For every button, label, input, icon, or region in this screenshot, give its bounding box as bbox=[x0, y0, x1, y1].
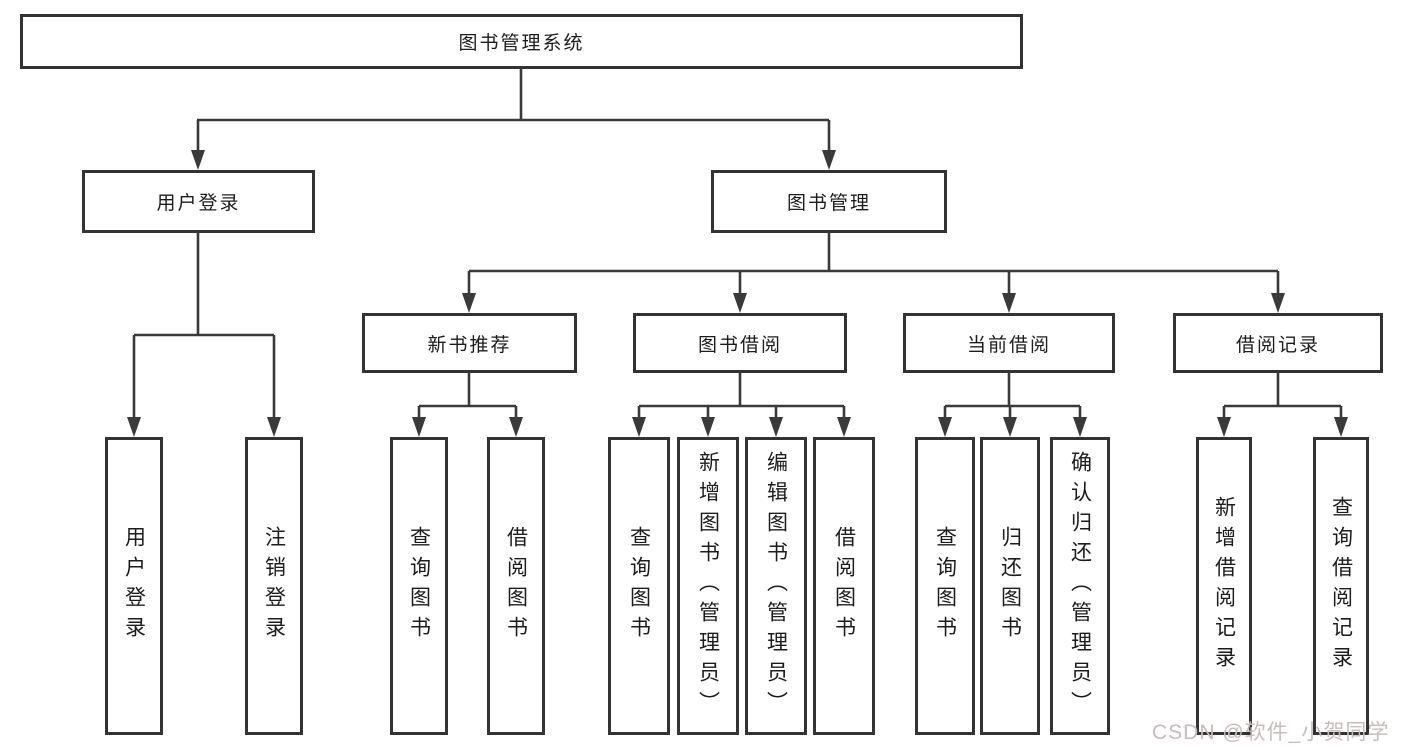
node-label: 归还图书 bbox=[998, 526, 1022, 646]
leaf-add-borrow-record: 新增借阅记录 bbox=[1196, 437, 1252, 735]
node-label: 注销登录 bbox=[262, 526, 286, 646]
leaf-return-books: 归还图书 bbox=[980, 437, 1040, 735]
node-label: 图书管理系统 bbox=[458, 33, 585, 54]
node-current-borrowing: 当前借阅 bbox=[903, 313, 1115, 373]
node-book-borrowing: 图书借阅 bbox=[633, 313, 847, 373]
leaf-query-books-recommend: 查询图书 bbox=[390, 437, 448, 735]
node-label: 确认归还（管理员） bbox=[1068, 451, 1092, 721]
node-label: 用户登录 bbox=[122, 526, 146, 646]
node-label: 借阅图书 bbox=[504, 526, 528, 646]
leaf-edit-books-admin: 编辑图书（管理员） bbox=[745, 437, 807, 735]
node-label: 查询借阅记录 bbox=[1329, 496, 1353, 676]
node-new-book-recommendation: 新书推荐 bbox=[362, 313, 577, 373]
node-label: 新书推荐 bbox=[427, 334, 512, 356]
leaf-confirm-return-admin: 确认归还（管理员） bbox=[1050, 437, 1110, 735]
node-label: 新增图书（管理员） bbox=[696, 451, 720, 721]
node-label: 查询图书 bbox=[627, 526, 651, 646]
node-user-login: 用户登录 bbox=[82, 170, 315, 233]
node-label: 查询图书 bbox=[407, 526, 431, 646]
node-borrowing-records: 借阅记录 bbox=[1173, 313, 1383, 373]
node-library-management-system: 图书管理系统 bbox=[20, 14, 1023, 69]
arrowheads bbox=[127, 150, 1348, 437]
leaf-borrow-books-borrowing: 借阅图书 bbox=[813, 437, 875, 735]
node-label: 编辑图书（管理员） bbox=[764, 451, 788, 721]
node-label: 当前借阅 bbox=[966, 334, 1051, 356]
leaf-add-books-admin: 新增图书（管理员） bbox=[677, 437, 739, 735]
leaf-query-borrow-record: 查询借阅记录 bbox=[1313, 437, 1369, 735]
node-label: 借阅记录 bbox=[1235, 334, 1320, 356]
node-label: 查询图书 bbox=[933, 526, 957, 646]
leaf-logout: 注销登录 bbox=[245, 437, 303, 735]
leaf-query-books-borrowing: 查询图书 bbox=[608, 437, 670, 735]
leaf-query-books-current: 查询图书 bbox=[915, 437, 975, 735]
node-label: 新增借阅记录 bbox=[1212, 496, 1236, 676]
leaf-borrow-books-recommend: 借阅图书 bbox=[487, 437, 545, 735]
node-label: 用户登录 bbox=[156, 193, 241, 214]
leaf-user-login: 用户登录 bbox=[105, 437, 163, 735]
node-label: 借阅图书 bbox=[832, 526, 856, 646]
node-book-management: 图书管理 bbox=[711, 170, 947, 233]
node-label: 图书管理 bbox=[786, 193, 871, 214]
watermark: CSDN @软件_小贺同学 bbox=[1152, 721, 1390, 744]
node-label: 图书借阅 bbox=[697, 334, 782, 356]
